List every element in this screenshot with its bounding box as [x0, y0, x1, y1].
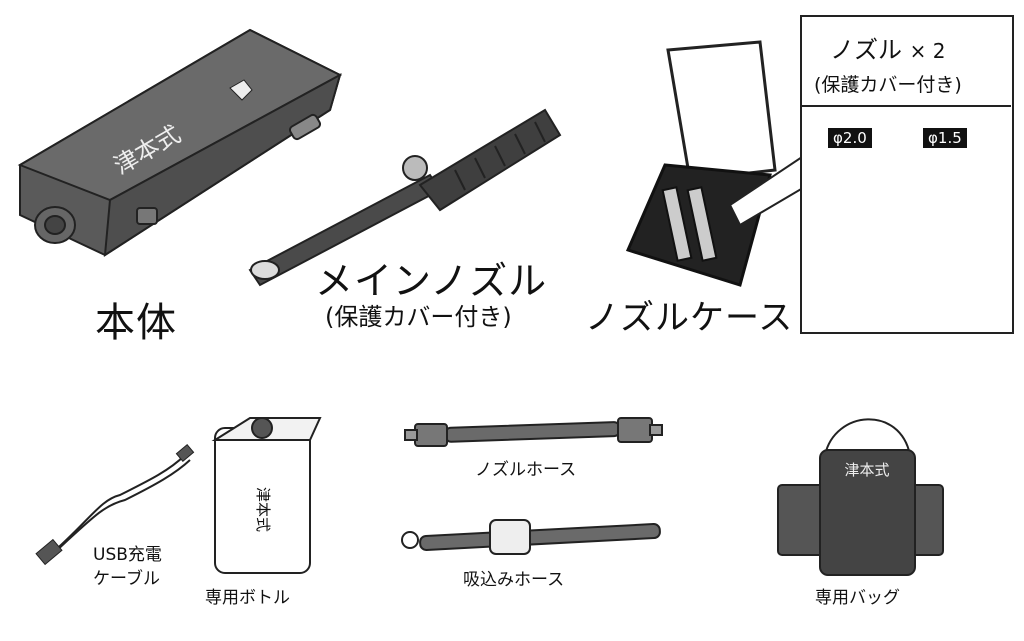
nozzle-box-count: × 2 [909, 39, 946, 63]
nozzle-size-a: φ2.0 [828, 128, 872, 148]
nozzle-hose-label: ノズルホース [475, 460, 577, 480]
main-nozzle-note: (保護カバー付き) [325, 303, 512, 331]
bag-label: 専用バッグ [815, 588, 900, 608]
bag-brand-mark: 津本式 [844, 461, 889, 479]
nozzle-case-illustration [625, 40, 810, 287]
usb-cable-label-line2: ケーブル [93, 569, 160, 589]
nozzle-detail-box [800, 15, 1014, 334]
body-label: 本体 [95, 300, 177, 346]
nozzle-box-title-text: ノズル [830, 36, 902, 64]
nozzle-box-note: (保護カバー付き) [814, 74, 962, 96]
main-nozzle-label: メインノズル [315, 259, 548, 303]
bag-illustration: 津本式 [777, 418, 944, 576]
main-nozzle-illustration [248, 108, 562, 287]
bottle-illustration: 津本式 [211, 417, 322, 574]
main-body-illustration: 津本式 [17, 28, 343, 257]
suction-hose-label: 吸込みホース [463, 570, 565, 590]
suction-hose-illustration [401, 519, 661, 555]
usb-cable-label-line1: USB充電 [93, 545, 162, 565]
bottle-brand-mark: 津本式 [254, 487, 272, 532]
nozzle-box-divider [801, 105, 1011, 107]
bottle-label: 専用ボトル [205, 588, 290, 608]
nozzle-size-b: φ1.5 [923, 128, 967, 148]
nozzle-box-title: ノズル × 2 [830, 30, 945, 65]
nozzle-hose-illustration [404, 417, 663, 447]
nozzle-case-label: ノズルケース [585, 298, 794, 338]
usb-cable-illustration [35, 443, 195, 566]
